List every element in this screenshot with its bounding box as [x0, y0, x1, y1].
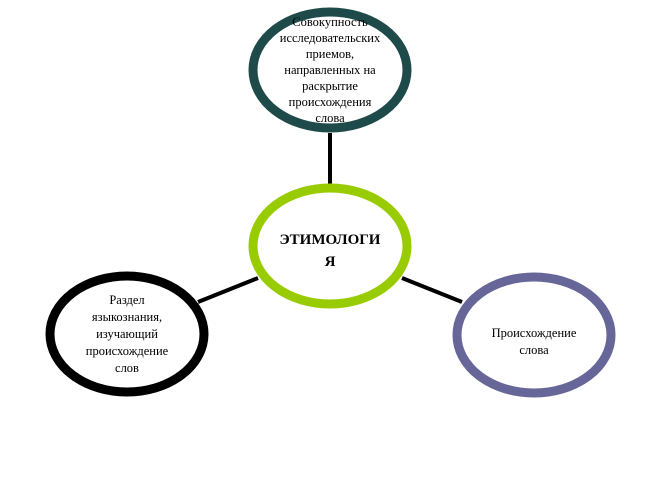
- left-node-line: изучающий: [96, 326, 158, 341]
- center-node-line: ЭТИМОЛОГИ: [279, 232, 381, 248]
- center-node-ellipse: [248, 183, 412, 309]
- left-node-line: происхождение: [85, 343, 169, 358]
- top-node-line: приемов,: [305, 47, 355, 61]
- top-node-line: происхождения: [288, 95, 372, 109]
- top-node-line: исследовательских: [279, 31, 381, 45]
- left-node-ellipse: [45, 271, 209, 397]
- top-node-line: слова: [315, 111, 345, 125]
- top-node-line: раскрытие: [302, 79, 358, 93]
- right-node-line: Происхождение: [491, 326, 577, 340]
- connector-center-right: [401, 276, 463, 304]
- center-node-label: ЭТИМОЛОГИ Я: [268, 222, 392, 280]
- top-node-label: Совокупность исследовательских приемов, …: [268, 14, 392, 126]
- left-node-label: Раздел языкознания, изучающий происхожде…: [68, 293, 186, 375]
- left-node-line: Раздел: [109, 293, 145, 307]
- left-node-line: слов: [115, 360, 139, 375]
- right-node-label: Происхождение слова: [472, 318, 596, 366]
- right-node-line: слова: [519, 343, 549, 357]
- connector-center-left: [197, 276, 259, 304]
- top-node-line: направленных на: [284, 63, 376, 77]
- center-node-line: Я: [324, 254, 336, 270]
- top-node-ellipse: [248, 7, 412, 133]
- left-node-line: языкознания,: [91, 309, 163, 324]
- top-node-line: Совокупность: [292, 15, 368, 29]
- right-node-ellipse: [452, 272, 616, 398]
